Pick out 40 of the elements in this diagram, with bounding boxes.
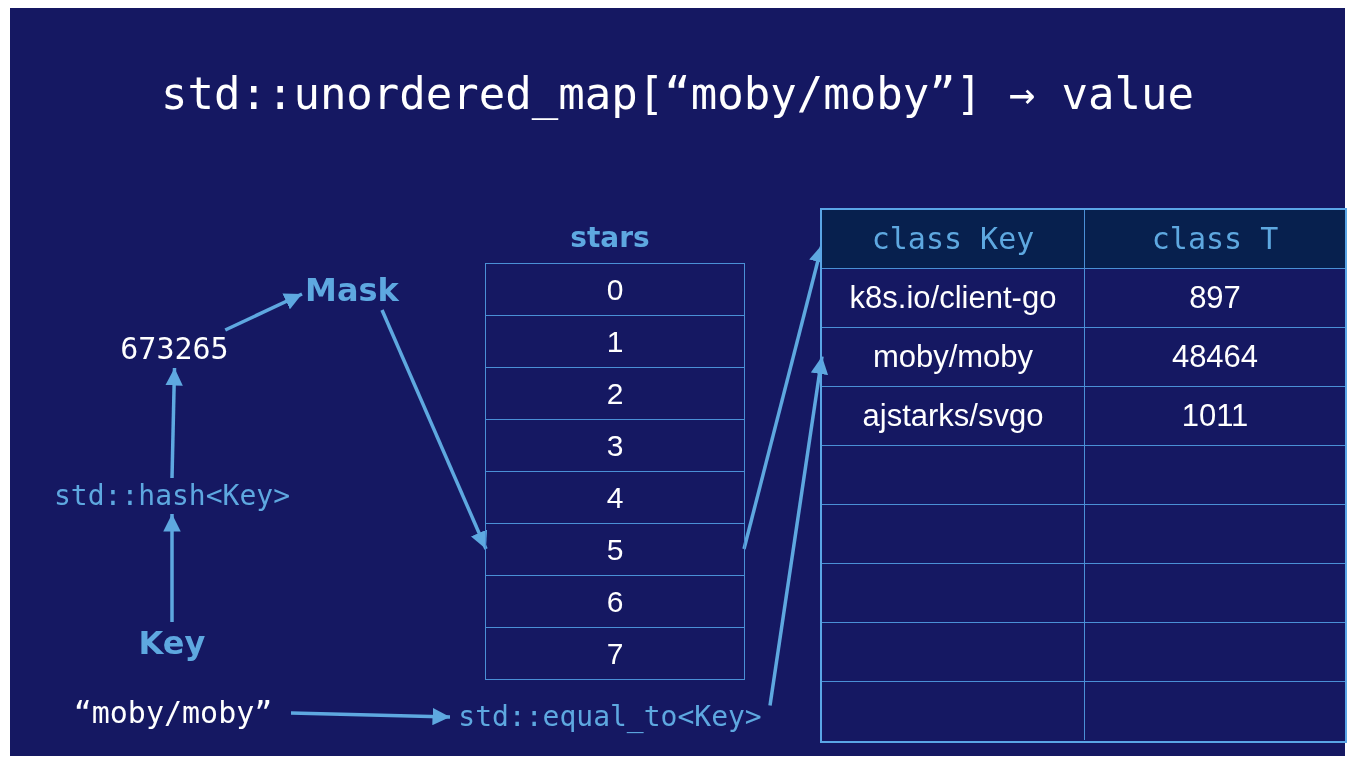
arrow bbox=[224, 292, 303, 332]
bucket-slot: 3 bbox=[486, 419, 744, 471]
table-row bbox=[822, 386, 1345, 445]
value-text: 897 bbox=[1188, 279, 1242, 317]
arrow bbox=[380, 309, 488, 550]
table-row bbox=[822, 268, 1345, 327]
array-heading: stars bbox=[569, 220, 651, 256]
arrow bbox=[290, 707, 451, 726]
key-label: Key bbox=[132, 622, 212, 664]
table-row bbox=[822, 445, 1345, 504]
equality-function: std::equal_to<Key> bbox=[450, 698, 770, 736]
key-text: moby/moby bbox=[822, 328, 1085, 386]
hash-function: std::hash<Key> bbox=[22, 478, 322, 514]
arrow bbox=[768, 356, 829, 706]
key-string: “moby/moby” bbox=[55, 694, 291, 732]
slide-title: std::unordered_map[“moby/moby”] → value bbox=[159, 68, 1196, 119]
bucket-slot: 7 bbox=[486, 627, 744, 679]
arrow bbox=[163, 514, 181, 622]
key-text: k8s.io/client-go bbox=[822, 269, 1085, 327]
hash-value: 673265 bbox=[102, 330, 247, 368]
bucket-slot: 5 bbox=[486, 523, 744, 575]
value-text: 48464 bbox=[1170, 338, 1260, 376]
table-row bbox=[822, 681, 1345, 740]
header-row bbox=[822, 210, 1345, 268]
bucket-slot: 4 bbox=[486, 471, 744, 523]
bucket-slot: 6 bbox=[486, 575, 744, 627]
hash-table-grid bbox=[820, 208, 1347, 743]
table-row bbox=[822, 504, 1345, 563]
bucket-slot: 0 bbox=[486, 263, 744, 315]
table-row bbox=[822, 622, 1345, 681]
bucket-slot: 2 bbox=[486, 367, 744, 419]
table-row bbox=[822, 563, 1345, 622]
column-header: class T bbox=[1150, 220, 1280, 258]
arrow bbox=[165, 367, 183, 479]
value-text: 1011 bbox=[1180, 397, 1250, 435]
bucket-slot: 1 bbox=[486, 315, 744, 367]
key-text: ajstarks/svgo bbox=[822, 387, 1085, 445]
mask-label: Mask bbox=[302, 270, 402, 310]
table-row bbox=[822, 327, 1345, 386]
column-header: class Key bbox=[822, 210, 1085, 268]
